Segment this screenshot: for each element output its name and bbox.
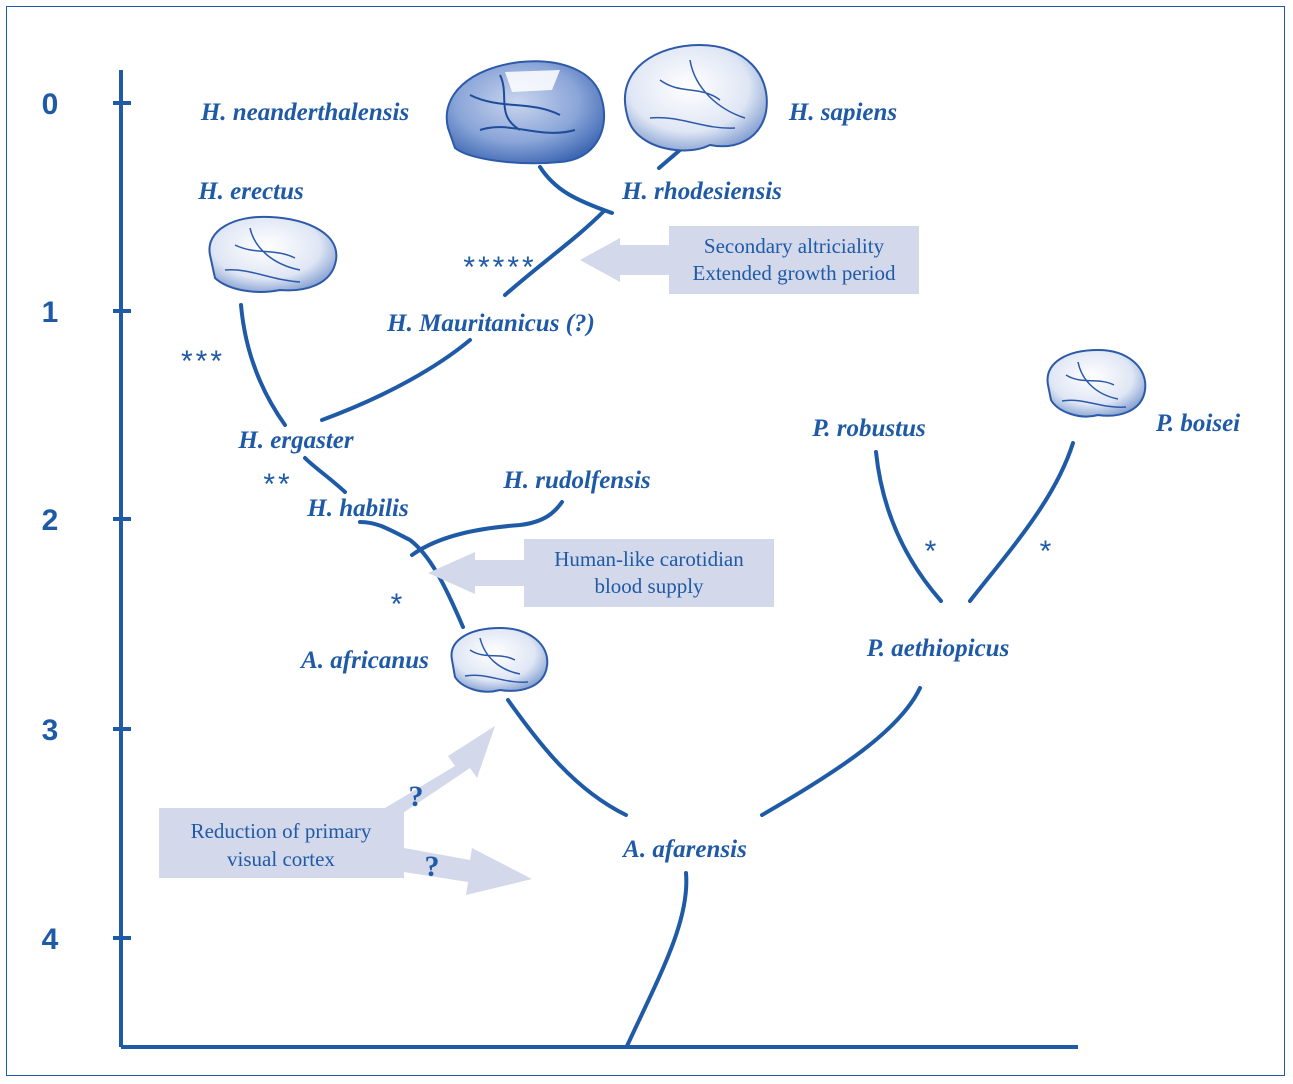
tick-label-1: 1 [42, 296, 59, 329]
brain-erectus-icon [208, 215, 338, 293]
label-h-neanderthalensis: H. neanderthalensis [200, 99, 409, 126]
callout-visual-line-2: visual cortex [227, 847, 335, 871]
label-h-erectus: H. erectus [197, 178, 304, 205]
marker-five-star: ***** [463, 251, 536, 284]
callout-carotid-line-1: Human-like carotidian [554, 547, 744, 571]
brain-neanderthalensis-icon [445, 60, 606, 165]
callout-carotid-line-2: blood supply [594, 574, 704, 598]
callout-visual-arrow-right [404, 848, 532, 895]
branch-sapiens [657, 148, 682, 170]
branch-ergaster-mauritanicus [320, 338, 472, 422]
marker-one-star-boisei: * [1040, 535, 1055, 568]
callout-visual-arrow-up [385, 726, 495, 815]
callout-secondary-line-2: Extended growth period [693, 261, 896, 285]
branch-robustus [874, 450, 943, 603]
branch-africanus-habilis [358, 520, 465, 629]
branch-afarensis-aethiopicus [760, 686, 922, 817]
figure-frame [6, 6, 1285, 1076]
branch-mauritanicus-rhodesiensis [503, 209, 606, 297]
marker-three-star: *** [181, 345, 225, 378]
label-a-afarensis: A. afarensis [621, 836, 747, 863]
label-p-aethiopicus: P. aethiopicus [866, 635, 1010, 662]
marker-one-star-africanus: * [391, 588, 406, 621]
question-mark-lower: ? [425, 850, 440, 883]
tick-label-4: 4 [42, 923, 59, 956]
label-p-boisei: P. boisei [1155, 410, 1240, 437]
branch-boisei [968, 441, 1075, 603]
tick-label-2: 2 [42, 504, 59, 537]
question-mark-upper: ? [409, 780, 424, 813]
brain-boisei-icon [1046, 348, 1147, 418]
callout-visual-box [159, 808, 404, 878]
callout-secondary-arrow [580, 238, 669, 282]
branch-neanderthalensis [538, 165, 614, 215]
marker-two-star: ** [263, 468, 292, 501]
branch-rudolfensis [410, 500, 564, 557]
label-a-africanus: A. africanus [299, 647, 429, 674]
branch-habilis-ergaster [303, 456, 347, 494]
label-h-sapiens: H. sapiens [788, 99, 897, 126]
callout-visual-line-1: Reduction of primary [191, 819, 372, 843]
tick-label-0: 0 [42, 88, 59, 121]
branch-erectus [239, 303, 287, 427]
callout-secondary-box [669, 226, 919, 294]
label-h-rhodesiensis: H. rhodesiensis [621, 178, 782, 205]
callout-carotid-box [524, 539, 774, 607]
callout-carotid-arrow [428, 552, 524, 594]
label-h-mauritanicus: H. Mauritanicus (?) [386, 310, 595, 337]
branch-afarensis-africanus [506, 698, 628, 817]
branch-afarensis-root [625, 871, 689, 1048]
brain-sapiens-icon [623, 43, 768, 152]
label-h-habilis: H. habilis [306, 495, 408, 522]
label-h-rudolfensis: H. rudolfensis [502, 467, 650, 494]
tick-label-3: 3 [42, 714, 59, 747]
callout-secondary-line-1: Secondary altriciality [704, 234, 885, 258]
brain-africanus-icon [450, 626, 549, 693]
label-h-ergaster: H. ergaster [237, 427, 354, 454]
marker-one-star-robustus: * [925, 535, 940, 568]
label-p-robustus: P. robustus [811, 415, 926, 442]
